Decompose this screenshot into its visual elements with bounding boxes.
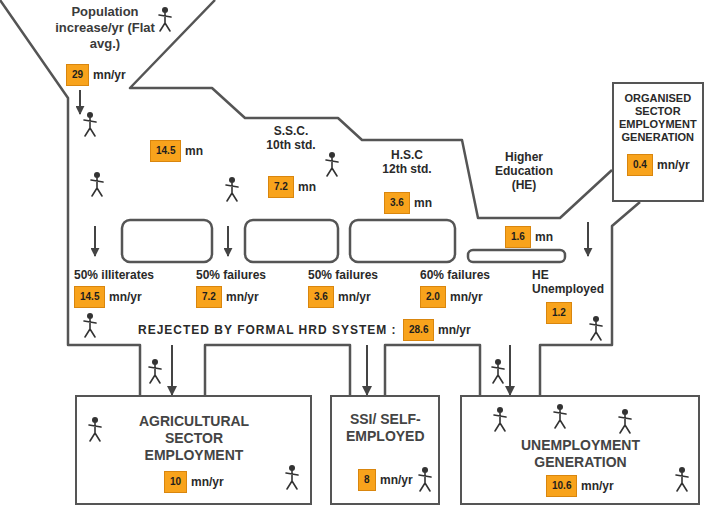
value-number: 10.6 [552,480,571,491]
node-text: mn/yr [581,479,614,493]
node-text: AGRICULTURAL SECTOR EMPLOYMENT [139,413,249,464]
node-text: 50% failures [196,268,266,282]
value-number: 3.6 [390,197,404,208]
node-text: UNEMPLOYMENT GENERATION [521,437,640,471]
node-text: 50% illiterates [74,268,154,282]
rejection-trough: 50% illiterates mn/yr 50% failures mn/yr 50%… [68,262,612,345]
value-number: 0.4 [633,159,647,170]
outcome-box: ORGANISED SECTOR EMPLOYMENT GENERATION mn… [612,82,704,202]
node-text: SSI/ SELF- EMPLOYED [346,411,425,445]
label-text: mn/yr [93,68,126,82]
node-text: ORGANISED SECTOR EMPLOYMENT GENERATION [619,92,697,144]
value-badge: 2.0 [420,286,446,308]
label-text: mn [535,230,553,244]
outcome-box: UNEMPLOYMENT GENERATION mn/yr 10.6 [460,395,700,505]
value-number: 7.2 [274,181,288,192]
value-number: 1.2 [552,307,566,318]
flow-arrow [366,345,368,395]
value-badge: 10.6 [546,475,577,497]
value-number: 10 [170,476,181,487]
value-badge: 7.2 [196,286,222,308]
node-text: mn/yr [657,158,690,172]
value-badge: 7.2 [268,176,294,198]
value-number: 14.5 [80,291,99,302]
value-number: 7.2 [202,291,216,302]
node-text: mn/yr [226,290,259,304]
value-badge: 1.6 [505,226,531,248]
label-text: mn [185,144,203,158]
node-text: 60% failures [420,268,490,282]
label-text: mn [414,196,432,210]
label-text: S.S.C. 10th std. [262,124,320,152]
value-badge: 8 [358,469,376,491]
value-number: 29 [72,69,83,80]
value-badge: 10 [164,471,187,493]
outcome-box: SSI/ SELF- EMPLOYED mn/yr 8 [330,395,440,505]
value-badge: 29 [66,64,89,86]
value-badge: 28.6 [403,319,434,341]
value-number: 1.6 [511,231,525,242]
value-number: 2.0 [426,291,440,302]
flow-arrow [171,345,173,395]
value-badge: 14.5 [74,286,105,308]
node-text: mn/yr [438,323,471,337]
value-number: 3.6 [314,291,328,302]
value-badge: 14.5 [150,140,181,162]
node-text: mn/yr [109,290,142,304]
label-text: Population increase/yr (Flat avg.) [55,4,155,52]
flow-arrow [509,345,511,395]
outcome-box: AGRICULTURAL SECTOR EMPLOYMENT mn/yr 10 [75,395,312,505]
value-badge: 3.6 [308,286,334,308]
value-badge: 3.6 [384,192,410,214]
node-text: mn/yr [450,290,483,304]
node-text: mn/yr [191,475,224,489]
node-text: mn/yr [338,290,371,304]
node-text: HE Unemployed [532,268,604,296]
node-text: mn/yr [380,473,413,487]
node-text: REJECTED BY FORMAL HRD SYSTEM : [138,323,397,337]
node-text: 50% failures [308,268,378,282]
value-number: 14.5 [156,145,175,156]
label-text: mn [298,180,316,194]
label-text: H.S.C 12th std. [378,148,436,176]
value-badge: 1.2 [546,302,572,324]
value-badge: 0.4 [627,154,653,176]
label-text: Higher Education (HE) [495,150,553,192]
value-number: 28.6 [409,324,428,335]
value-number: 8 [364,474,370,485]
